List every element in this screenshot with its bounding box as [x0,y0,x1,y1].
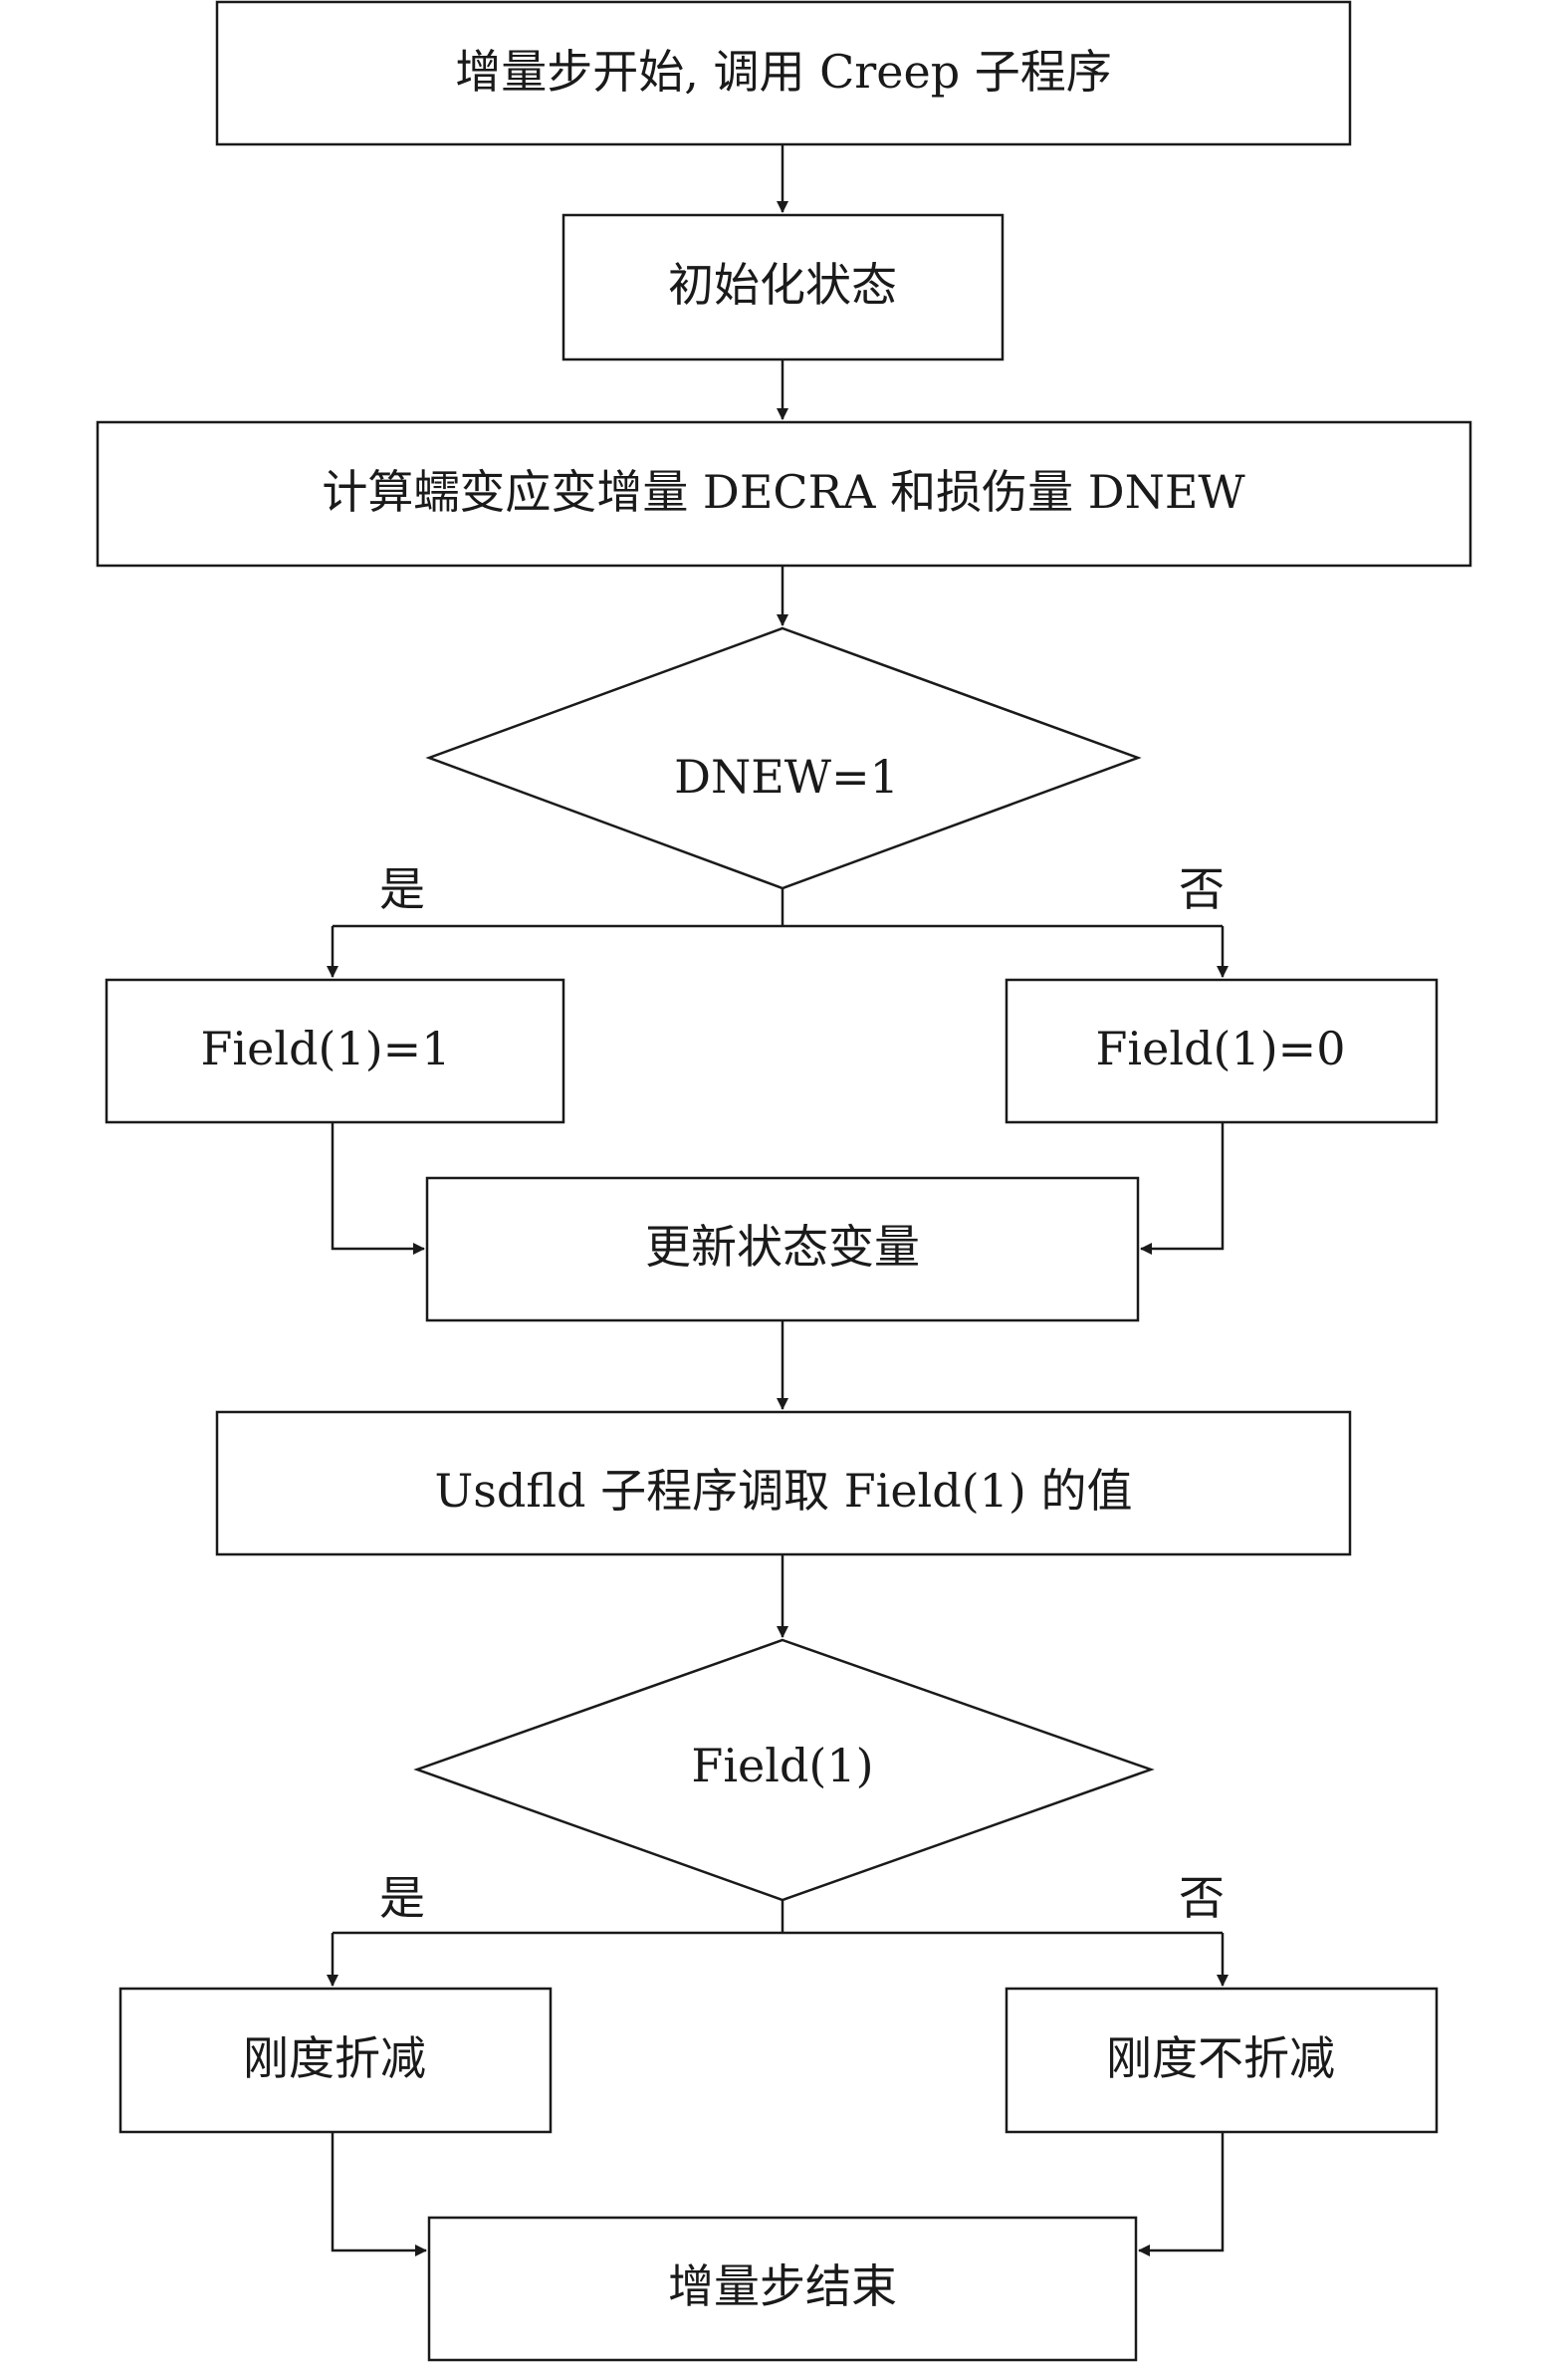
node-end: 增量步结束 [427,2216,1138,2362]
usdfld-box [215,1410,1352,1556]
node-usdfld: Usdfld 子程序调取 Field(1) 的值 [215,1410,1352,1556]
decision1-label: DNEW=1 [674,750,899,804]
update-box [425,1176,1140,1322]
field-zero-box [1005,978,1439,1124]
arrow-no-reduce-to-end [1138,2132,1225,2256]
usdfld-label: Usdfld 子程序调取 Field(1) 的值 [435,1464,1133,1518]
reduce-box [118,1987,553,2134]
field-one-box [105,978,565,1124]
node-field-one: Field(1)=1 [105,978,565,1124]
decision2-yes-label: 是 [379,1871,425,1925]
decision1-diamond [425,626,1142,890]
arrow-field-zero-to-update [1140,1122,1225,1255]
node-init: 初始化状态 [561,213,1005,361]
node-start: 增量步开始, 调用 Creep 子程序 [215,0,1352,146]
node-field-zero: Field(1)=0 [1005,978,1439,1124]
start-label: 增量步开始, 调用 Creep 子程序 [455,45,1112,99]
decision2-diamond [413,1638,1155,1902]
compute-label: 计算蠕变应变增量 DECRA 和损伤量 DNEW [322,465,1245,519]
node-decision2: Field(1) [413,1638,1155,1902]
arrow-field-one-to-update [331,1122,425,1255]
end-label: 增量步结束 [668,2259,897,2313]
end-box [427,2216,1138,2362]
update-label: 更新状态变量 [645,1220,920,1274]
field-one-label: Field(1)=1 [201,1022,451,1075]
node-update: 更新状态变量 [425,1176,1140,1322]
decision1-yes-label: 是 [379,862,425,916]
start-box [215,0,1352,146]
decision2-label: Field(1) [691,1739,873,1792]
connectors [327,144,1229,2256]
no-reduce-box [1005,1987,1439,2134]
init-label: 初始化状态 [668,258,897,312]
node-decision1: DNEW=1 [425,626,1142,890]
init-box [561,213,1005,361]
reduce-label: 刚度折减 [243,2031,426,2085]
decision2-no-label: 否 [1179,1871,1225,1925]
no-reduce-label: 刚度不折减 [1106,2031,1335,2085]
decision1-no-label: 否 [1179,862,1225,916]
arrow-reduce-to-end [331,2132,427,2256]
node-reduce: 刚度折减 [118,1987,553,2134]
node-no-reduce: 刚度不折减 [1005,1987,1439,2134]
node-compute: 计算蠕变应变增量 DECRA 和损伤量 DNEW [96,420,1472,568]
compute-box [96,420,1472,568]
field-zero-label: Field(1)=0 [1096,1022,1346,1075]
